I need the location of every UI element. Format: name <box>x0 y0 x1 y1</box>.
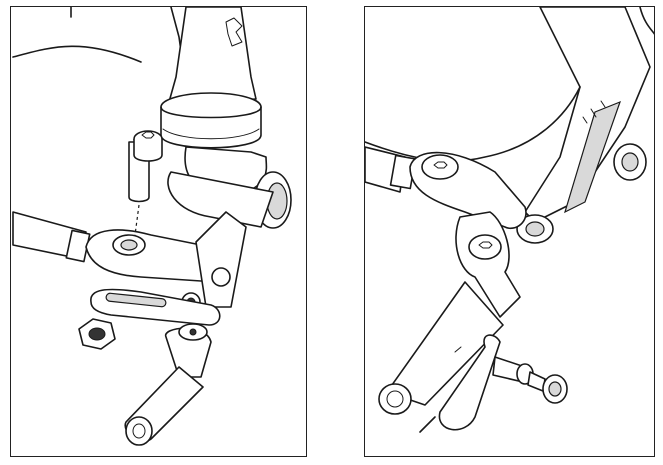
derailleur-hanger <box>378 211 521 415</box>
dropout-plate <box>85 211 247 312</box>
frame-logo-mark <box>225 17 243 47</box>
fork-crown <box>167 146 292 229</box>
exploded-view-illustration <box>12 7 292 446</box>
assembled-view-panel <box>364 6 655 457</box>
headset-cup <box>160 92 262 149</box>
chainstay-tube <box>12 211 91 263</box>
frame-seat-stay <box>365 7 654 244</box>
lock-nut <box>78 318 116 350</box>
lower-arm-pin <box>124 323 212 446</box>
exploded-view-panel <box>10 6 307 457</box>
frame-top-tube <box>12 7 257 103</box>
mounting-bolt <box>128 130 163 236</box>
assembled-view-illustration <box>365 7 654 433</box>
slotted-link-plate <box>90 288 221 326</box>
dropout-plate <box>409 151 527 229</box>
chainstay-tube <box>365 146 417 193</box>
axle-clamp <box>419 334 568 433</box>
